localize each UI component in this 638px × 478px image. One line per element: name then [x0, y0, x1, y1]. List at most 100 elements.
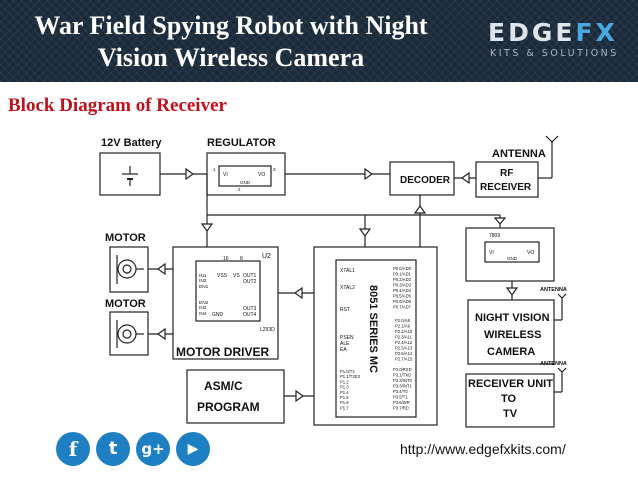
mc-p2-pin: P2.7/A15	[395, 357, 413, 362]
youtube-icon[interactable]: ▶	[176, 432, 210, 466]
mc-p2-pin: P2.5/A13	[395, 346, 413, 351]
receiver-label-2: TO	[501, 393, 517, 405]
reg-pin3: 3	[273, 167, 276, 172]
facebook-icon[interactable]: f	[56, 432, 90, 466]
mc-p0-pin: P0.7/AD7	[393, 305, 412, 310]
mc-xtal2: XTAL2	[340, 285, 355, 291]
mc-p3-pin: P3.6/WR	[393, 400, 410, 405]
mc-p2-pin: P2.1/A9	[395, 324, 411, 329]
header-banner: War Field Spying Robot with Night Vision…	[0, 0, 638, 82]
logo-wordmark-b: FX	[575, 18, 618, 47]
receiver-label-3: TV	[503, 408, 518, 420]
rf-label-2: RECEIVER	[480, 182, 532, 193]
mc-p1-pin: P1.5	[340, 395, 349, 400]
social-icons: f t g+ ▶	[56, 432, 216, 468]
mc-p3-pin: P3.3/INT1	[393, 384, 413, 389]
battery-label: 12V Battery	[101, 137, 162, 149]
reg2-gnd: GND	[507, 256, 518, 261]
driver-pin-label: IN1	[199, 273, 207, 279]
night-vision-camera-block	[467, 299, 555, 365]
decoder-label: DECODER	[400, 175, 451, 186]
rf-antenna-icon	[538, 135, 559, 179]
regulator-chip	[218, 165, 272, 187]
mc-ea: EA	[340, 347, 347, 353]
regulator-label: REGULATOR	[207, 137, 276, 149]
mc-p1-pin: P1.6	[340, 400, 349, 405]
mc-xtal1: XTAL1	[340, 268, 355, 274]
driver-out2: OUT2	[243, 279, 257, 285]
camera-antenna-icon	[554, 293, 567, 321]
motor-driver-wires	[148, 262, 173, 341]
reg-gnd: GND	[240, 180, 251, 185]
mc-p1-pin: P1.0/T2	[340, 369, 355, 374]
camera-antenna-label: ANTENNA	[540, 287, 567, 293]
driver-out3: OUT3	[243, 306, 257, 312]
mc-label: 8051 SERIES MC	[367, 285, 379, 373]
regulator2-chip	[484, 241, 540, 263]
regulator2-block	[465, 227, 555, 282]
driver-vs: VS	[233, 273, 240, 279]
mc-p1-pin: P1.7	[340, 405, 349, 410]
mc-p2-pin: P2.0/A8	[395, 318, 411, 323]
google-plus-icon[interactable]: g+	[136, 432, 170, 466]
mc-p1-pin: P1.3	[340, 385, 349, 390]
receiver-label-1: RECEIVER UNIT	[468, 378, 553, 390]
logo-wordmark: EDGEFX	[488, 18, 618, 47]
motor-driver-label: MOTOR DRIVER	[176, 345, 269, 359]
mc-p3-pin: P3.5/T1	[393, 395, 408, 400]
footer-url[interactable]: http://www.edgefxkits.com/	[400, 441, 566, 457]
mc-psen: PSEN	[340, 335, 354, 341]
rf-label-1: RF	[500, 168, 513, 179]
reg2-vo: VO	[527, 250, 534, 256]
reg-vo: VO	[258, 172, 265, 178]
driver-pin-label: IN4	[199, 311, 207, 317]
mc-p0-pin: P0.4/AD4	[393, 288, 412, 293]
mc-p3-pin: P3.0/RXD	[393, 367, 412, 372]
mc-rst: RST	[340, 307, 350, 313]
antenna-label: ANTENNA	[492, 148, 546, 160]
driver-chip	[195, 260, 261, 322]
driver-out1: OUT1	[243, 273, 257, 279]
twitter-icon[interactable]: t	[96, 432, 130, 466]
reg2-camera-wire	[505, 281, 519, 300]
mc-chip	[335, 259, 417, 418]
asm-label-1: ASM/C	[204, 379, 243, 393]
reg2-label: 7809	[489, 233, 500, 239]
asm-label-2: PROGRAM	[197, 400, 260, 414]
page-title: War Field Spying Robot with Night Vision…	[0, 10, 462, 74]
motor2-icon	[116, 320, 144, 348]
mc-p1-pin: P1.2	[340, 379, 349, 384]
driver-chip-label: L293D	[260, 327, 275, 333]
mc-ale: ALE	[340, 341, 350, 347]
mc-port-pins: P0.0/AD0P0.1/AD1P0.2/AD2P0.3/AD3P0.4/AD4…	[340, 266, 413, 411]
mc-p3-pin: P3.1/TXD	[393, 373, 411, 378]
mc-p1-pin: P1.1/T2EX	[340, 374, 360, 379]
camera-label-3: CAMERA	[487, 346, 535, 358]
mc-p3-pin: P3.7/RD	[393, 406, 409, 411]
mc-p0-pin: P0.6/AD6	[393, 299, 412, 304]
mc-p3-pin: P3.4/T0	[393, 389, 408, 394]
camera-label-1: NIGHT VISION	[475, 312, 550, 324]
reg2-vi: VI	[489, 250, 494, 256]
motor2-label: MOTOR	[105, 298, 146, 310]
camera-label-2: WIRELESS	[484, 329, 541, 341]
asm-program-block	[186, 369, 285, 424]
title-line-1: War Field Spying Robot with Night	[34, 11, 428, 40]
edgefx-logo: EDGEFX KITS & SOLUTIONS	[488, 18, 628, 64]
driver-pin-label: IN2	[199, 278, 207, 284]
title-line-2: Vision Wireless Camera	[97, 43, 365, 72]
logo-tagline: KITS & SOLUTIONS	[490, 48, 619, 59]
microcontroller-block	[313, 246, 438, 426]
motor-driver-block	[172, 246, 279, 360]
mc-p3-pin: P3.2/INT0	[393, 378, 413, 383]
receiver-antenna-label: ANTENNA	[540, 361, 567, 367]
mc-p0-pin: P0.2/AD2	[393, 277, 412, 282]
receiver-unit-block	[465, 373, 555, 428]
mc-p2-pin: P2.4/A12	[395, 340, 413, 345]
battery-symbol	[122, 166, 138, 186]
mc-p0-pin: P0.0/AD0	[393, 266, 412, 271]
reg-pin2: 2	[238, 187, 241, 192]
driver-pin16: 16	[223, 256, 229, 262]
mc-p2-pin: P2.3/A11	[395, 335, 413, 340]
